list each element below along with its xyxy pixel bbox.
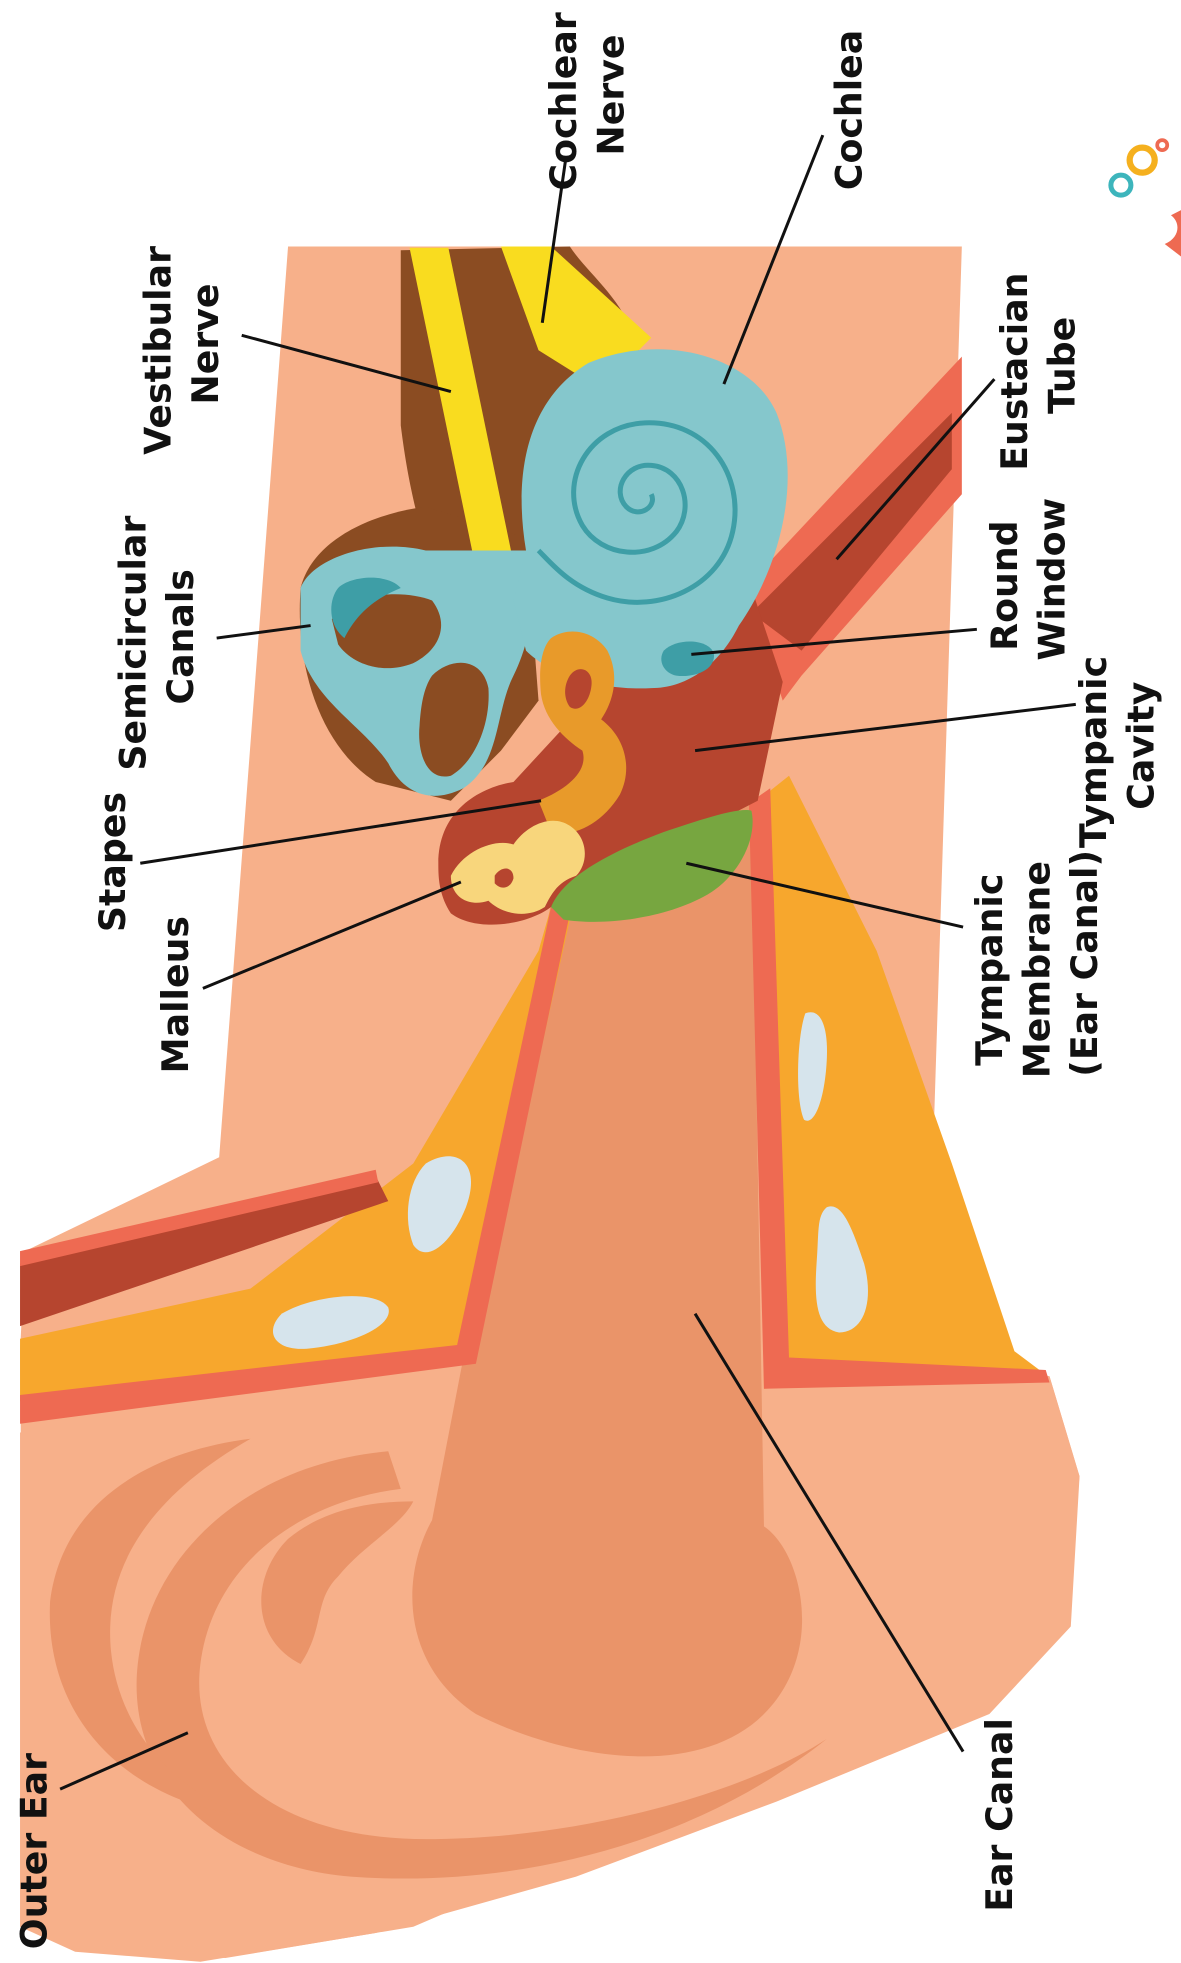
label-tympanic-membrane-line3: (Ear Canal) [1063,850,1106,1077]
logo-ring-orange [1157,140,1167,150]
label-tympanic-cavity: Tympanic Cavity [1072,643,1163,848]
label-stapes: Stapes [91,792,134,932]
label-cochlear-nerve-line1: Cochlear [542,12,585,190]
label-tympanic-membrane: Tympanic Membrane (Ear Canal) [968,848,1106,1078]
label-vestibular-nerve-line1: Vestibular [136,246,179,455]
label-round-window-line2: Window [1031,498,1074,661]
logo-wordmark-fragment [1165,210,1181,256]
label-tympanic-cavity-line1: Tympanic [1072,656,1115,848]
label-eustacian-tube-line1: Eustacian [993,273,1036,471]
label-tympanic-membrane-line1: Tympanic [968,874,1011,1066]
label-cochlear-nerve-line2: Nerve [590,35,633,156]
label-cochlear-nerve: Cochlear Nerve [542,0,633,191]
logo-ring-yellow [1130,148,1155,173]
label-tympanic-cavity-line2: Cavity [1119,682,1162,810]
label-ear-canal: Ear Canal [978,1718,1021,1912]
label-outer-ear: Outer Ear [12,1753,55,1949]
label-malleus: Malleus [154,916,197,1073]
label-semicircular-canals: Semicircular Canals [111,503,202,771]
label-tympanic-membrane-line2: Membrane [1015,861,1058,1078]
label-vestibular-nerve: Vestibular Nerve [136,233,227,454]
label-cochlea: Cochlea [828,30,871,190]
logo-ring-teal [1111,175,1131,195]
label-round-window: Round Window [983,498,1074,661]
label-eustacian-tube-line2: Tube [1041,317,1084,414]
label-round-window-line1: Round [983,520,1026,650]
label-semicircular-canals-line1: Semicircular [111,516,154,771]
label-semicircular-canals-line2: Canals [159,569,202,704]
label-eustacian-tube: Eustacian Tube [993,260,1084,471]
superprof-logo [1111,140,1181,256]
label-vestibular-nerve-line2: Nerve [184,283,227,404]
